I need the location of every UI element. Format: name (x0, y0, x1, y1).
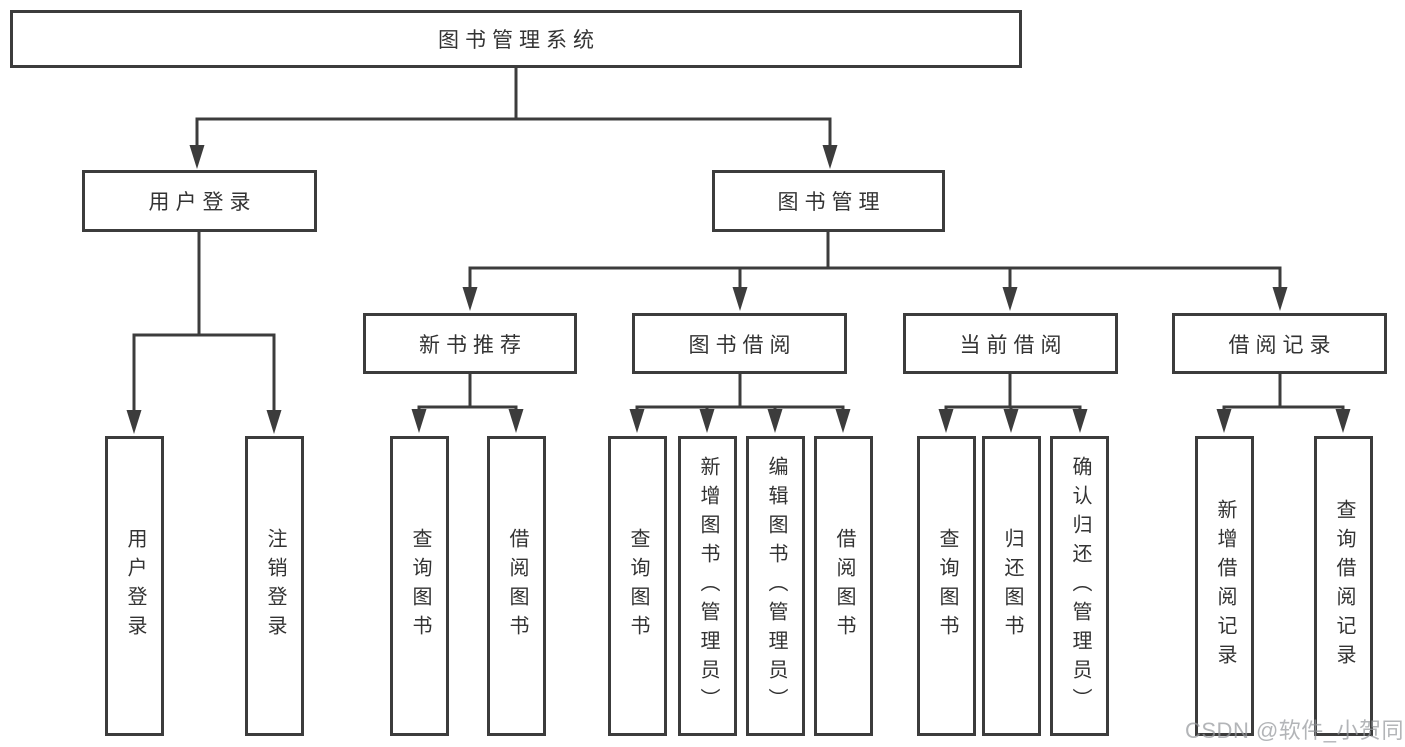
edge-book-borrow-to-leaves (635, 374, 845, 411)
node-bb-add-books: 新增图书（管理员） (678, 436, 737, 736)
node-user-login-label: 用户登录 (148, 191, 257, 214)
node-book-management-label: 图书管理 (777, 191, 886, 214)
arrowhead (699, 409, 715, 433)
node-br-query-record-label: 查询借阅记录 (1333, 499, 1355, 673)
node-cb-return-books: 归还图书 (982, 436, 1041, 736)
edge-borrow-records-to-leaves (1222, 374, 1345, 411)
arrowhead (508, 409, 524, 433)
node-root-label: 图书管理系统 (438, 29, 600, 52)
node-bb-add-books-label: 新增图书（管理员） (697, 455, 719, 717)
arrowhead (1003, 409, 1019, 433)
arrowhead (1272, 287, 1288, 311)
node-br-add-record-label: 新增借阅记录 (1214, 499, 1236, 673)
node-current-borrow: 当前借阅 (903, 313, 1118, 374)
arrowhead (629, 409, 645, 433)
node-br-query-record: 查询借阅记录 (1314, 436, 1373, 736)
node-book-management: 图书管理 (712, 170, 945, 232)
arrowhead (1002, 287, 1018, 311)
node-nb-borrow-books: 借阅图书 (487, 436, 546, 736)
arrowhead (732, 287, 748, 311)
node-new-book-recommend-label: 新书推荐 (419, 333, 527, 357)
node-user-login: 用户登录 (82, 170, 317, 232)
watermark: CSDN @软件_小贺同学 (1185, 718, 1405, 743)
edge-book-management-to-level3 (468, 232, 1282, 290)
arrowhead (411, 409, 427, 433)
arrowhead (1072, 409, 1088, 433)
node-cb-confirm-return-label: 确认归还（管理员） (1069, 455, 1091, 717)
node-leaf-user-login-label: 用户登录 (124, 528, 146, 644)
arrowhead (767, 409, 783, 433)
node-current-borrow-label: 当前借阅 (959, 333, 1068, 357)
node-nb-borrow-books-label: 借阅图书 (506, 528, 528, 644)
edge-root-to-level2 (195, 68, 832, 148)
arrowhead (938, 409, 954, 433)
arrowhead (835, 409, 851, 433)
arrowhead (126, 410, 142, 434)
node-cb-confirm-return: 确认归还（管理员） (1050, 436, 1109, 736)
node-cb-return-books-label: 归还图书 (1001, 528, 1023, 644)
arrowhead (266, 410, 282, 434)
node-bb-borrow-books: 借阅图书 (814, 436, 873, 736)
node-book-borrow-label: 图书借阅 (688, 333, 797, 357)
node-cb-query-books-label: 查询图书 (936, 528, 958, 644)
arrowhead (1216, 409, 1232, 433)
node-leaf-user-login: 用户登录 (105, 436, 164, 736)
node-book-borrow: 图书借阅 (632, 313, 847, 374)
node-borrow-records-label: 借阅记录 (1228, 333, 1337, 357)
arrowheads (126, 145, 1351, 434)
node-bb-borrow-books-label: 借阅图书 (833, 528, 855, 644)
arrowhead (1335, 409, 1351, 433)
node-new-book-recommend: 新书推荐 (363, 313, 577, 374)
arrowhead (189, 145, 205, 169)
edge-user-login-to-leaves (132, 232, 276, 412)
node-bb-query-books: 查询图书 (608, 436, 667, 736)
edge-current-borrow-to-leaves (944, 374, 1082, 411)
node-leaf-logout: 注销登录 (245, 436, 304, 736)
edge-new-book-recommend-to-leaves (417, 374, 518, 411)
node-bb-query-books-label: 查询图书 (627, 528, 649, 644)
node-leaf-logout-label: 注销登录 (264, 528, 286, 644)
node-bb-edit-books-label: 编辑图书（管理员） (765, 455, 787, 717)
node-bb-edit-books: 编辑图书（管理员） (746, 436, 805, 736)
node-cb-query-books: 查询图书 (917, 436, 976, 736)
node-borrow-records: 借阅记录 (1172, 313, 1387, 374)
node-nb-query-books: 查询图书 (390, 436, 449, 736)
node-br-add-record: 新增借阅记录 (1195, 436, 1254, 736)
node-nb-query-books-label: 查询图书 (409, 528, 431, 644)
node-root: 图书管理系统 (10, 10, 1022, 68)
arrowhead (462, 287, 478, 311)
arrowhead (822, 145, 838, 169)
